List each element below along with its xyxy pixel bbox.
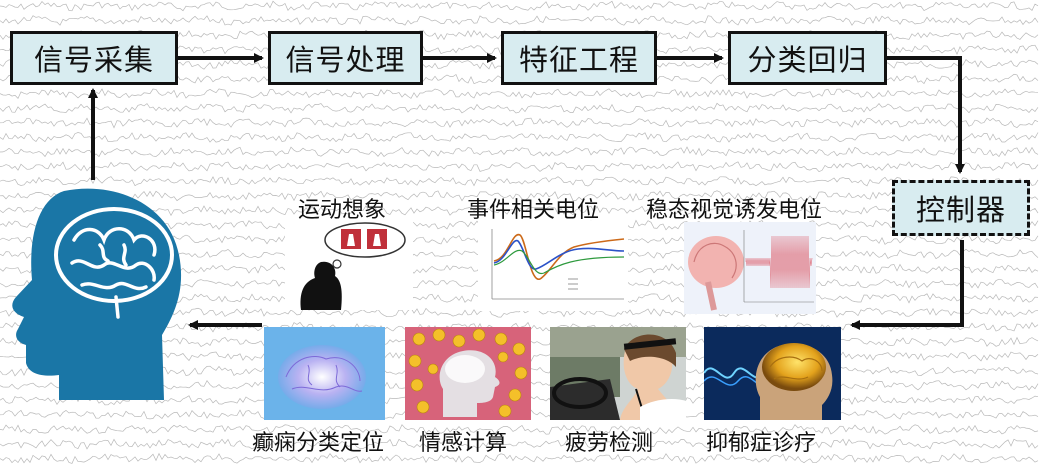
controller-box: 控制器: [892, 180, 1030, 236]
motor-imagery-label: 运动想象: [298, 198, 387, 223]
signal-processing-box: 信号处理: [268, 31, 423, 85]
feature-engineering-box: 特征工程: [501, 31, 657, 85]
eeg-trace: [0, 0, 1039, 12]
eeg-trace: [0, 205, 1039, 217]
arrow-controller-to-apps: [850, 240, 964, 330]
eeg-trace: [0, 176, 1039, 187]
ssvep-oscillation: [745, 235, 813, 289]
classification-regression-box: 分类回归: [728, 31, 887, 85]
emotion-image: [405, 327, 531, 420]
depression-image: [704, 327, 841, 420]
ssvep-label: 稳态视觉诱发电位: [646, 198, 823, 223]
eeg-trace: [0, 15, 1039, 26]
eeg-trace: [0, 88, 1039, 100]
depression-label: 抑郁症诊疗: [706, 431, 817, 456]
eeg-trace: [0, 117, 1039, 129]
eeg-trace: [0, 102, 1039, 114]
eeg-trace: [0, 424, 1039, 435]
human-head-brain-icon: [12, 188, 182, 400]
fatigue-image: [550, 327, 686, 420]
motor-imagery-image: [285, 220, 413, 310]
eeg-trace: [0, 190, 1039, 202]
emotion-label: 情感计算: [419, 431, 508, 456]
eeg-trace: [0, 132, 1039, 143]
epilepsy-label: 癫痫分类定位: [252, 431, 385, 456]
eeg-trace: [0, 146, 1039, 158]
signal-acquisition-box: 信号采集: [10, 31, 178, 85]
erp-label: 事件相关电位: [467, 198, 600, 223]
eeg-trace: [0, 161, 1039, 173]
ssvep-trace: [745, 235, 813, 289]
eeg-trace: [0, 438, 1039, 450]
epilepsy-image: [264, 327, 385, 420]
fatigue-label: 疲劳检测: [565, 431, 654, 456]
ssvep-image: [684, 222, 816, 314]
arrow-cls-to-controller: [887, 56, 965, 174]
eeg-trace: [0, 452, 1039, 464]
erp-waveform-image: [478, 221, 628, 311]
